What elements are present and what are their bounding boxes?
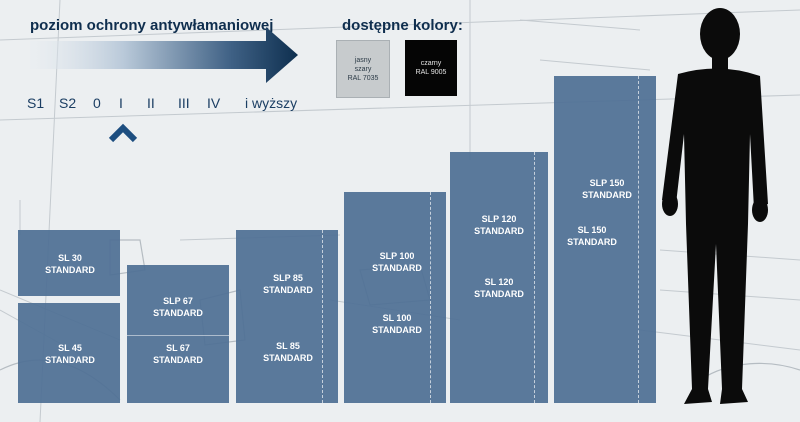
- cabinet-sl30: [18, 230, 120, 296]
- swatch-black-line-1: czarny: [420, 60, 442, 67]
- level-s1: S1: [27, 95, 45, 111]
- swatch-grey-line-2: szary: [354, 65, 372, 73]
- level-s2: S2: [59, 95, 77, 111]
- level-i-wyzszy: i wyższy: [245, 95, 298, 111]
- protection-gradient-arrow: [30, 27, 298, 83]
- color-swatch-black: czarny RAL 9005: [405, 40, 457, 96]
- person-silhouette: [662, 8, 768, 404]
- level-iv: IV: [207, 95, 221, 111]
- cabinet-sl45: [18, 303, 120, 403]
- swatch-black-line-2: RAL 9005: [415, 69, 447, 76]
- cabinet-sl120: [450, 152, 548, 403]
- swatch-grey-line-1: jasny: [354, 56, 372, 64]
- level-0: 0: [93, 95, 101, 111]
- chevron-up-icon: [108, 123, 138, 143]
- color-swatch-light-grey: jasny szary RAL 7035: [336, 40, 390, 98]
- level-i: I: [119, 95, 123, 111]
- level-iii: III: [178, 95, 190, 111]
- swatch-grey-line-3: RAL 7035: [347, 74, 379, 82]
- protection-level-title: poziom ochrony antywłamaniowej: [30, 17, 274, 34]
- cabinet-sl150: [554, 76, 656, 403]
- cabinet-sl100: [344, 192, 446, 403]
- level-ii: II: [147, 95, 155, 111]
- cabinet-sl67: [127, 265, 229, 403]
- available-colors-title: dostępne kolory:: [342, 17, 463, 34]
- cabinet-sl85: [236, 230, 338, 403]
